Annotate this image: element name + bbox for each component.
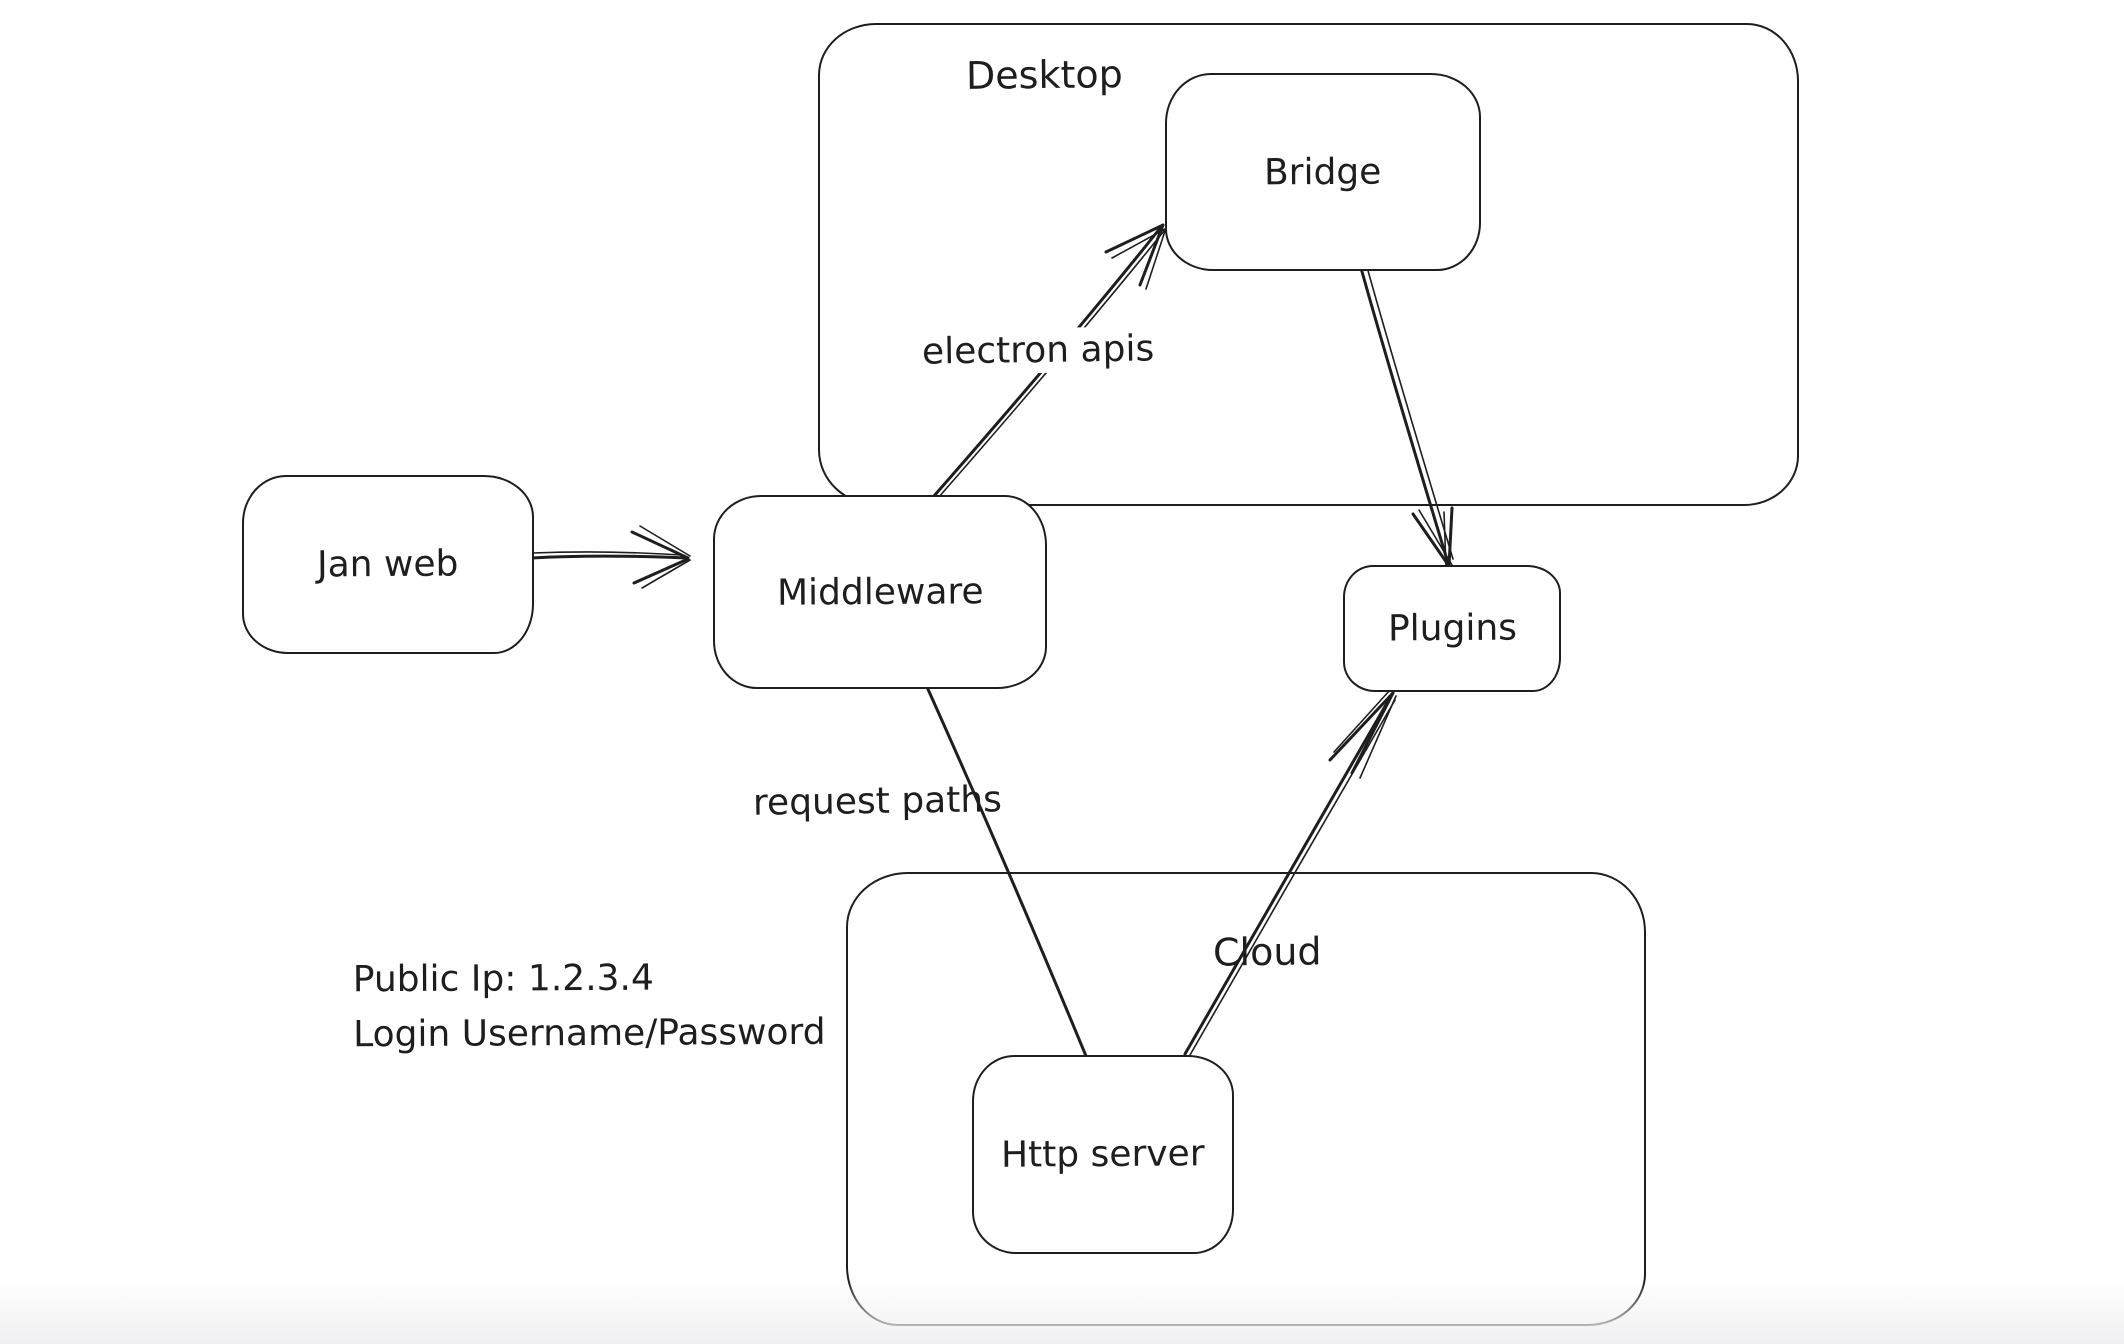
node-plugins-label: Plugins (1387, 607, 1517, 650)
annotation-login: Login Username/Password (353, 1011, 826, 1056)
node-http-server[interactable]: Http server (972, 1055, 1234, 1254)
node-http-server-label: Http server (1001, 1133, 1205, 1176)
node-bridge[interactable]: Bridge (1165, 73, 1481, 271)
arrow-bridge-to-plugins[interactable] (1359, 266, 1454, 569)
line-middleware-to-httpserver[interactable] (925, 685, 1088, 1058)
annotation-credentials[interactable]: Public Ip: 1.2.3.4 Login Username/Passwo… (353, 950, 826, 1062)
edge-label-electron-apis[interactable]: electron apis (911, 326, 1165, 375)
node-plugins[interactable]: Plugins (1343, 565, 1561, 692)
node-jan-web[interactable]: Jan web (242, 475, 534, 654)
node-middleware[interactable]: Middleware (713, 495, 1047, 689)
annotation-public-ip: Public Ip: 1.2.3.4 (352, 957, 654, 1001)
arrow-janweb-to-middleware[interactable] (530, 525, 691, 589)
desktop-container[interactable]: Desktop (818, 23, 1799, 506)
arrow-httpserver-to-plugins[interactable] (1183, 689, 1397, 1056)
node-jan-web-label: Jan web (317, 543, 459, 586)
node-bridge-label: Bridge (1264, 151, 1382, 193)
node-middleware-label: Middleware (776, 570, 984, 614)
edge-label-request-paths[interactable]: request paths (752, 779, 1003, 824)
